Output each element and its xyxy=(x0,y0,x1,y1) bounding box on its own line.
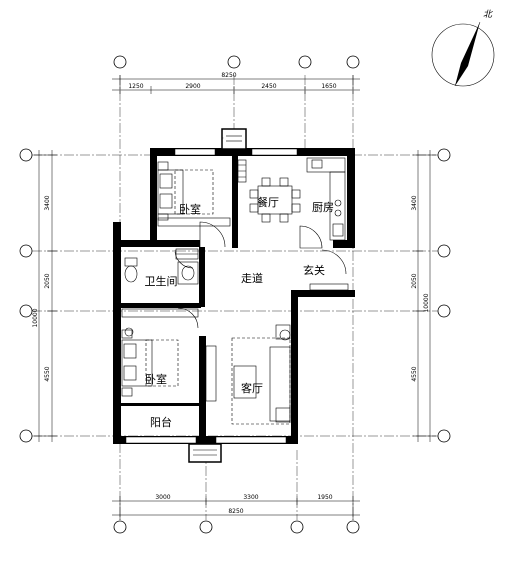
room-label-bathroom: 卫生间 xyxy=(145,274,178,288)
room-label-corridor: 走道 xyxy=(241,271,263,285)
left-dim-2: 2050 xyxy=(44,273,51,288)
room-label-balcony: 阳台 xyxy=(150,415,172,429)
doors xyxy=(174,221,349,329)
room-label-entrance: 玄关 xyxy=(303,263,325,277)
left-total-dim: 10000 xyxy=(32,308,39,327)
north-label: 北 xyxy=(483,9,493,20)
tv-cabinet-icon xyxy=(205,345,217,402)
bottom-dim-2: 3300 xyxy=(243,494,258,501)
top-dim-2: 2900 xyxy=(185,83,200,90)
room-label-living: 客厅 xyxy=(241,381,263,395)
bed-icon xyxy=(157,161,214,221)
top-total-dim: 8250 xyxy=(221,72,236,79)
bed-icon-south xyxy=(121,329,179,397)
right-total-dim: 10000 xyxy=(423,293,430,312)
top-dim-3: 2450 xyxy=(261,83,276,90)
top-dim-4: 1650 xyxy=(321,83,336,90)
top-dim-1: 1250 xyxy=(128,83,143,90)
left-dim-3: 4550 xyxy=(44,366,51,381)
room-label-dining: 餐厅 xyxy=(257,195,279,209)
top-dimensions xyxy=(112,75,360,94)
bottom-dim-1: 3000 xyxy=(155,494,170,501)
room-label-kitchen: 厨房 xyxy=(312,201,334,214)
right-dim-1: 3400 xyxy=(411,195,418,210)
room-label-bedroom-north: 卧室 xyxy=(179,202,201,216)
shower-icon xyxy=(175,248,199,260)
sofa-icon xyxy=(231,324,291,425)
bottom-total-dim: 8250 xyxy=(228,508,243,515)
bottom-dimensions xyxy=(112,496,360,520)
right-dim-3: 4550 xyxy=(411,366,418,381)
axis-bubbles xyxy=(19,55,451,534)
right-dim-2: 2050 xyxy=(411,273,418,288)
left-dim-1: 3400 xyxy=(44,195,51,210)
bottom-dim-3: 1950 xyxy=(317,494,332,501)
cabinet-icon xyxy=(237,159,247,183)
right-dimensions xyxy=(413,150,436,442)
room-label-bedroom-south: 卧室 xyxy=(145,372,167,386)
left-dimensions xyxy=(34,150,57,442)
kitchen-counter-icon xyxy=(306,157,346,241)
plant-icon xyxy=(124,137,291,341)
dining-table-icon xyxy=(249,177,301,223)
north-arrow-icon xyxy=(431,21,495,87)
walls xyxy=(113,128,355,463)
toilet-icon xyxy=(124,257,138,283)
washbasin-icon xyxy=(177,261,199,285)
